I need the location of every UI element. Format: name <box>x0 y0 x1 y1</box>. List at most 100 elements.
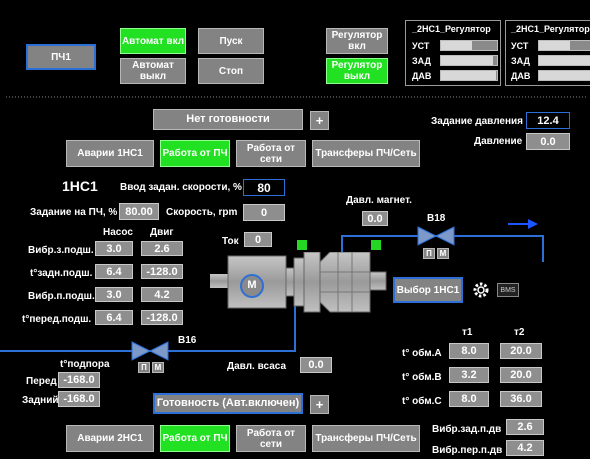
valve-b18-label: В18 <box>427 213 446 224</box>
col-pump-header: Насос <box>103 227 133 238</box>
zad-label: ЗАД <box>511 56 530 66</box>
work-from-pch-button[interactable]: Работа от ПЧ <box>160 140 230 167</box>
ust-label: УСТ <box>511 41 529 51</box>
stop-button[interactable]: Стоп <box>198 58 264 84</box>
regulator-title: _2НС1_Регулятор <box>412 24 491 34</box>
support-temp-title: t°подпора <box>60 359 110 370</box>
back-label: Задний <box>22 395 59 406</box>
front-value: -168.0 <box>58 372 100 388</box>
front-label: Перед <box>26 376 57 387</box>
winding-t1-value: 3.2 <box>449 367 489 383</box>
regulator-panel-2: _2НС1_Регулятор УСТ ЗАД ДАВ <box>505 20 590 86</box>
current-label: Ток <box>222 236 239 247</box>
pch-task-value: 80.00 <box>119 203 159 220</box>
plus-button[interactable]: + <box>310 395 329 414</box>
bearing-pump-value: 6.4 <box>95 264 133 279</box>
winding-label: t° обм.А <box>402 348 442 359</box>
work-from-grid-button[interactable]: Работа от сети <box>236 425 306 452</box>
back-value: -168.0 <box>58 391 100 407</box>
col-motor-header: Двиг <box>150 227 174 238</box>
valve-b16-label: В16 <box>178 335 197 346</box>
readiness-auto-status[interactable]: Готовность (Авт.включен) <box>153 393 303 414</box>
bearing-row-label: Вибр.п.подш. <box>28 291 95 302</box>
bearing-motor-value: 2.6 <box>141 241 183 256</box>
ust-bar <box>440 40 498 51</box>
mag-pressure-label: Давл. магнет. <box>346 195 412 206</box>
pressure-setpoint-input[interactable]: 12.4 <box>526 112 570 129</box>
pch1-button[interactable]: ПЧ1 <box>26 44 96 70</box>
work-from-pch-button[interactable]: Работа от ПЧ <box>160 425 230 452</box>
bearing-motor-value: 4.2 <box>141 287 183 302</box>
gear-icon[interactable] <box>472 281 490 299</box>
regulator-on-button[interactable]: Регулятор вкл <box>326 28 388 54</box>
pressure-setpoint-label: Задание давления <box>431 116 523 127</box>
winding-t2-value: 20.0 <box>500 367 542 383</box>
current-value: 0 <box>244 232 272 247</box>
start-button[interactable]: Пуск <box>198 28 264 54</box>
dav-label: ДАВ <box>412 71 432 81</box>
winding-label: t° обм.С <box>402 396 442 407</box>
vibro-value: 2.6 <box>506 419 544 435</box>
valve-b16-manual-button[interactable]: М <box>152 362 164 373</box>
mag-pressure-value: 0.0 <box>362 211 388 226</box>
regulator-off-button[interactable]: Регулятор выкл <box>326 58 388 84</box>
valve-b18-open-button[interactable]: П <box>423 248 435 259</box>
valve-b16-icon[interactable] <box>130 340 170 362</box>
valve-b18-icon[interactable] <box>416 225 456 247</box>
pressure-label: Давление <box>474 136 523 147</box>
transfers-button[interactable]: Трансферы ПЧ/Сеть <box>312 140 420 167</box>
regulator-title: _2НС1_Регулятор <box>511 24 590 34</box>
zad-bar <box>538 55 590 66</box>
pump-name: 1НС1 <box>62 178 98 194</box>
bearing-row-label: t°задн.подш. <box>30 268 93 279</box>
auto-on-button[interactable]: Автомат вкл <box>120 28 186 54</box>
bearing-pump-value: 6.4 <box>95 310 133 325</box>
mag-indicator <box>371 240 381 250</box>
bearing-motor-value: -128.0 <box>141 310 183 325</box>
pch-task-label: Задание на ПЧ, % <box>30 207 118 218</box>
bearing-pump-value: 3.0 <box>95 241 133 256</box>
speed-input[interactable]: 80 <box>243 179 285 196</box>
dav-label: ДАВ <box>511 71 531 81</box>
winding-t1-value: 8.0 <box>449 343 489 359</box>
winding-label: t° обм.В <box>402 372 442 383</box>
vibro-value: 4.2 <box>506 440 544 456</box>
suction-value: 0.0 <box>300 357 332 373</box>
motor-pump-graphic <box>210 252 387 313</box>
winding-t2-value: 20.0 <box>500 343 542 359</box>
alarms-2ns1-button[interactable]: Аварии 2НС1 <box>66 425 154 452</box>
current-indicator <box>297 240 307 250</box>
bearing-row-label: t°перед.подш. <box>22 314 92 325</box>
bearing-pump-value: 3.0 <box>95 287 133 302</box>
speed-input-label: Ввод задан. скорости, % <box>120 182 242 193</box>
dav-bar <box>538 70 590 81</box>
ust-label: УСТ <box>412 41 430 51</box>
bms-icon[interactable]: BMS <box>497 283 519 297</box>
speed-value: 0 <box>243 204 285 221</box>
t2-header: т2 <box>514 327 525 338</box>
plus-button[interactable]: + <box>310 111 329 130</box>
t1-header: т1 <box>462 327 473 338</box>
bearing-row-label: Вибр.з.подш. <box>28 245 94 256</box>
work-from-grid-button[interactable]: Работа от сети <box>236 140 306 167</box>
speed-label: Скорость, rpm <box>166 207 238 218</box>
alarms-1ns1-button[interactable]: Аварии 1НС1 <box>66 140 154 167</box>
dav-bar <box>440 70 498 81</box>
zad-bar <box>440 55 498 66</box>
winding-t2-value: 36.0 <box>500 391 542 407</box>
motor-label: M <box>247 279 257 291</box>
winding-t1-value: 8.0 <box>449 391 489 407</box>
pressure-value: 0.0 <box>526 133 570 150</box>
zad-label: ЗАД <box>412 56 431 66</box>
vibro-label: Вибр.зад.п.дв <box>432 424 502 435</box>
regulator-panel-1: _2НС1_Регулятор УСТ ЗАД ДАВ <box>405 20 501 86</box>
valve-b18-manual-button[interactable]: М <box>437 248 449 259</box>
select-1ns1-button[interactable]: Выбор 1НС1 <box>393 277 463 303</box>
ust-bar <box>538 40 590 51</box>
valve-b16-open-button[interactable]: П <box>138 362 150 373</box>
suction-label: Давл. всаса <box>227 361 286 372</box>
bearing-motor-value: -128.0 <box>141 264 183 279</box>
auto-off-button[interactable]: Автомат выкл <box>120 58 186 84</box>
transfers-button[interactable]: Трансферы ПЧ/Сеть <box>312 425 420 452</box>
readiness-status[interactable]: Нет готовности <box>153 109 303 130</box>
